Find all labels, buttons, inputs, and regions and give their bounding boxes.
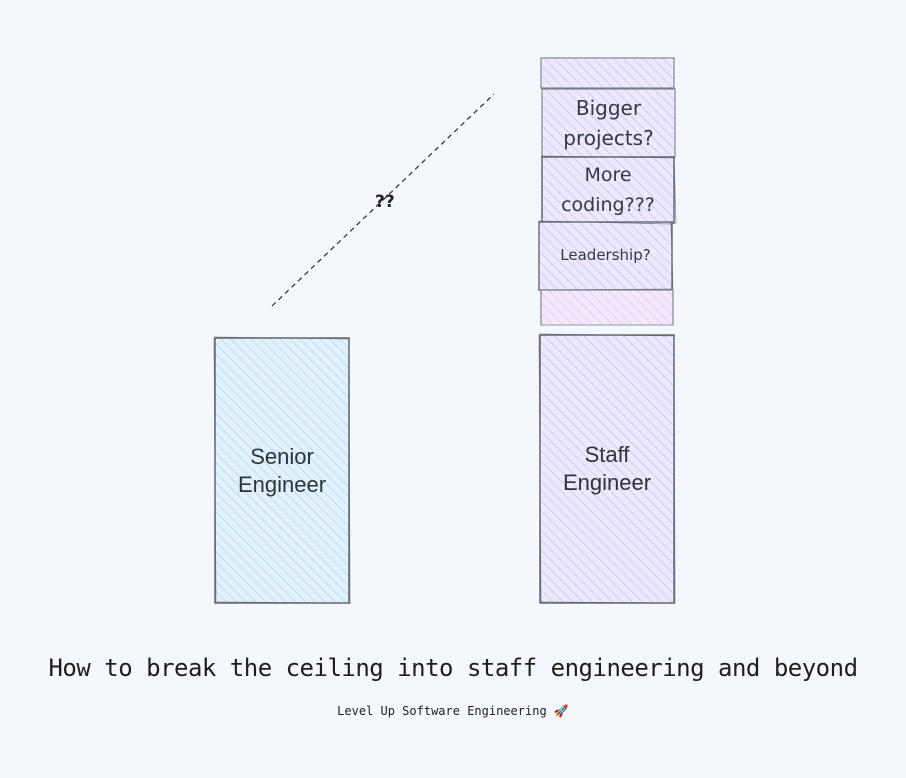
senior-label-line2: Engineer (237, 471, 327, 497)
stack-block-more-coding (540, 155, 677, 225)
coding-line1: More (584, 164, 632, 186)
stack-block-leadership (537, 220, 674, 292)
senior-engineer-box (213, 336, 351, 605)
leadership-label: Leadership? (539, 222, 672, 288)
staff-engineer-box (538, 333, 676, 605)
leadership-text: Leadership? (560, 246, 651, 264)
more-coding-label: More coding??? (542, 157, 674, 223)
senior-label-line1: Senior (250, 443, 314, 469)
senior-engineer-label: Senior Engineer (215, 338, 349, 603)
gap-question-label: ?? (375, 192, 395, 212)
coding-line2: coding??? (561, 194, 655, 216)
stack-block-bottom (540, 289, 674, 326)
stack-block-bigger-projects (541, 88, 676, 158)
stack-block-top (540, 57, 675, 89)
bigger-line2: projects? (563, 126, 654, 150)
dashed-connector (271, 93, 495, 307)
page-subtitle: Level Up Software Engineering 🚀 (337, 704, 569, 718)
page-title: How to break the ceiling into staff engi… (48, 654, 858, 682)
staff-label-line1: Staff (584, 442, 630, 467)
staff-label-line2: Engineer (562, 470, 652, 495)
bigger-projects-label: Bigger projects? (542, 89, 675, 157)
staff-engineer-label: Staff Engineer (540, 335, 674, 603)
bigger-line1: Bigger (575, 96, 642, 120)
